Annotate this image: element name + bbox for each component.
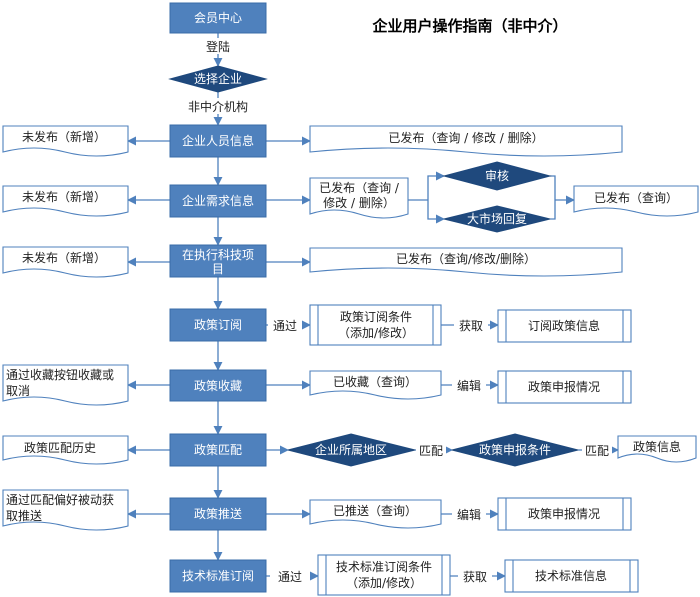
review-text: 审核 — [485, 168, 509, 183]
tech-info-box[interactable] — [504, 559, 639, 593]
right-doc-collected[interactable] — [309, 370, 442, 400]
arrow-to-market — [427, 200, 445, 224]
left-push-line2: 取推送 — [6, 508, 42, 523]
policy-info-text: 政策信息 — [633, 439, 681, 454]
left-column — [2, 125, 129, 531]
tech-condition-line2: （添加/修改） — [346, 575, 422, 590]
member-center-label: 会员中心 — [194, 10, 242, 25]
policy-match-box[interactable] — [169, 433, 267, 467]
arrow-review-out — [550, 175, 556, 200]
tech-condition-box[interactable] — [317, 554, 451, 596]
left-match-text: 政策匹配历史 — [24, 441, 96, 455]
left-doc-demand[interactable] — [2, 185, 129, 217]
left-personnel-text: 未发布（新增） — [22, 129, 106, 144]
left-doc-personnel[interactable] — [2, 125, 129, 157]
right-doc-pushed[interactable] — [309, 499, 442, 529]
right-column — [309, 125, 699, 596]
left-favorite-line1: 通过收藏按钮收藏或 — [6, 367, 114, 382]
select-enterprise-diamond[interactable] — [168, 65, 268, 93]
personnel-label: 企业人员信息 — [182, 133, 254, 148]
right-doc-final[interactable] — [573, 185, 699, 217]
subscribe-condition-line2: （添加/修改） — [338, 325, 414, 340]
left-column-texts: 未发布（新增） 未发布（新增） 未发布（新增） 通过收藏按钮收藏或 取消 政策匹… — [6, 129, 114, 523]
left-project-text: 未发布（新增） — [22, 250, 106, 265]
left-favorite-line2: 取消 — [6, 384, 30, 398]
demand-published-line2: 修改 / 删除） — [323, 195, 395, 210]
label-backgrounds — [182, 38, 612, 584]
apply-status-text: 政策申报情况 — [528, 379, 600, 394]
match-label-2: 匹配 — [585, 444, 609, 458]
region-diamond[interactable] — [287, 433, 416, 467]
apply-condition-text: 政策申报条件 — [479, 442, 551, 457]
member-center-box[interactable] — [169, 2, 267, 34]
right-doc-policy-info[interactable] — [617, 435, 697, 463]
obtain-label-2: 获取 — [463, 570, 487, 584]
policy-subscribe-box[interactable] — [169, 308, 267, 342]
policy-push-label: 政策推送 — [194, 506, 242, 521]
subscribe-info-box[interactable] — [497, 309, 632, 343]
personnel-published-text: 已发布（查询 / 修改 / 删除） — [388, 130, 543, 145]
apply-condition-diamond[interactable] — [451, 433, 579, 467]
left-doc-match[interactable] — [2, 435, 129, 465]
apply-status-box[interactable] — [497, 370, 632, 404]
project-box[interactable] — [169, 244, 267, 278]
market-reply-diamond[interactable] — [443, 205, 551, 233]
right-doc-project[interactable] — [309, 247, 623, 277]
tech-condition-line1: 技术标准订阅条件 — [336, 560, 432, 574]
tech-subscribe-box[interactable] — [169, 559, 267, 593]
match-label: 匹配 — [419, 444, 443, 458]
apply-status-box-2[interactable] — [497, 497, 632, 531]
left-push-line1: 通过匹配偏好被动获 — [6, 492, 114, 507]
page-title: 企业用户操作指南（非中介） — [371, 17, 567, 35]
demand-final-text: 已发布（查询） — [594, 190, 678, 205]
right-doc-demand[interactable] — [309, 177, 409, 219]
left-doc-favorite[interactable] — [2, 364, 129, 406]
right-doc-personnel[interactable] — [309, 125, 623, 157]
edit-label: 编辑 — [457, 378, 481, 393]
project-label-line2: 目 — [212, 262, 224, 276]
select-enterprise-label: 选择企业 — [194, 71, 242, 86]
personnel-box[interactable] — [169, 124, 267, 158]
subscribe-condition-line1: 政策订阅条件 — [340, 310, 412, 324]
demand-published-line1: 已发布（查询 / — [319, 180, 400, 195]
region-text: 企业所属地区 — [315, 442, 387, 457]
arrow-to-review — [427, 171, 445, 200]
demand-box[interactable] — [169, 184, 267, 218]
pass-label: 通过 — [273, 319, 297, 333]
login-label: 登陆 — [206, 39, 230, 54]
demand-label: 企业需求信息 — [182, 193, 254, 208]
right-column-texts: 已发布（查询 / 修改 / 删除） 已发布（查询 / 修改 / 删除） 审核 大… — [315, 130, 681, 590]
policy-favorite-label: 政策收藏 — [194, 379, 242, 393]
edit-label-2: 编辑 — [457, 507, 481, 522]
review-diamond[interactable] — [442, 161, 552, 191]
tech-info-text: 技术标准信息 — [535, 568, 607, 583]
project-published-text: 已发布（查询/修改/删除） — [396, 251, 536, 266]
left-doc-push[interactable] — [2, 489, 129, 531]
main-column: 会员中心 选择企业 企业人员信息 企业需求信息 在执行科技项 目 政策订阅 政策… — [168, 2, 268, 593]
tech-subscribe-label: 技术标准订阅 — [182, 569, 254, 583]
right-diamonds — [287, 161, 579, 467]
subscribe-condition-box[interactable] — [309, 304, 442, 346]
subscribe-info-text: 订阅政策信息 — [528, 318, 600, 333]
non-intermediary-label: 非中介机构 — [188, 99, 248, 114]
obtain-label: 获取 — [459, 319, 483, 333]
collected-text: 已收藏（查询） — [333, 375, 417, 389]
policy-subscribe-label: 政策订阅 — [194, 318, 242, 332]
pushed-text: 已推送（查询） — [333, 503, 417, 518]
left-demand-text: 未发布（新增） — [22, 189, 106, 204]
project-label-line1: 在执行科技项 — [182, 248, 254, 262]
policy-match-label: 政策匹配 — [194, 443, 242, 457]
apply-status-text-2: 政策申报情况 — [528, 506, 600, 521]
arrow-market-out — [550, 200, 556, 220]
market-reply-text: 大市场回复 — [467, 211, 527, 226]
left-doc-project[interactable] — [2, 246, 129, 278]
pass-label-2: 通过 — [278, 570, 302, 584]
policy-push-box[interactable] — [169, 497, 267, 531]
policy-favorite-box[interactable] — [169, 369, 267, 402]
